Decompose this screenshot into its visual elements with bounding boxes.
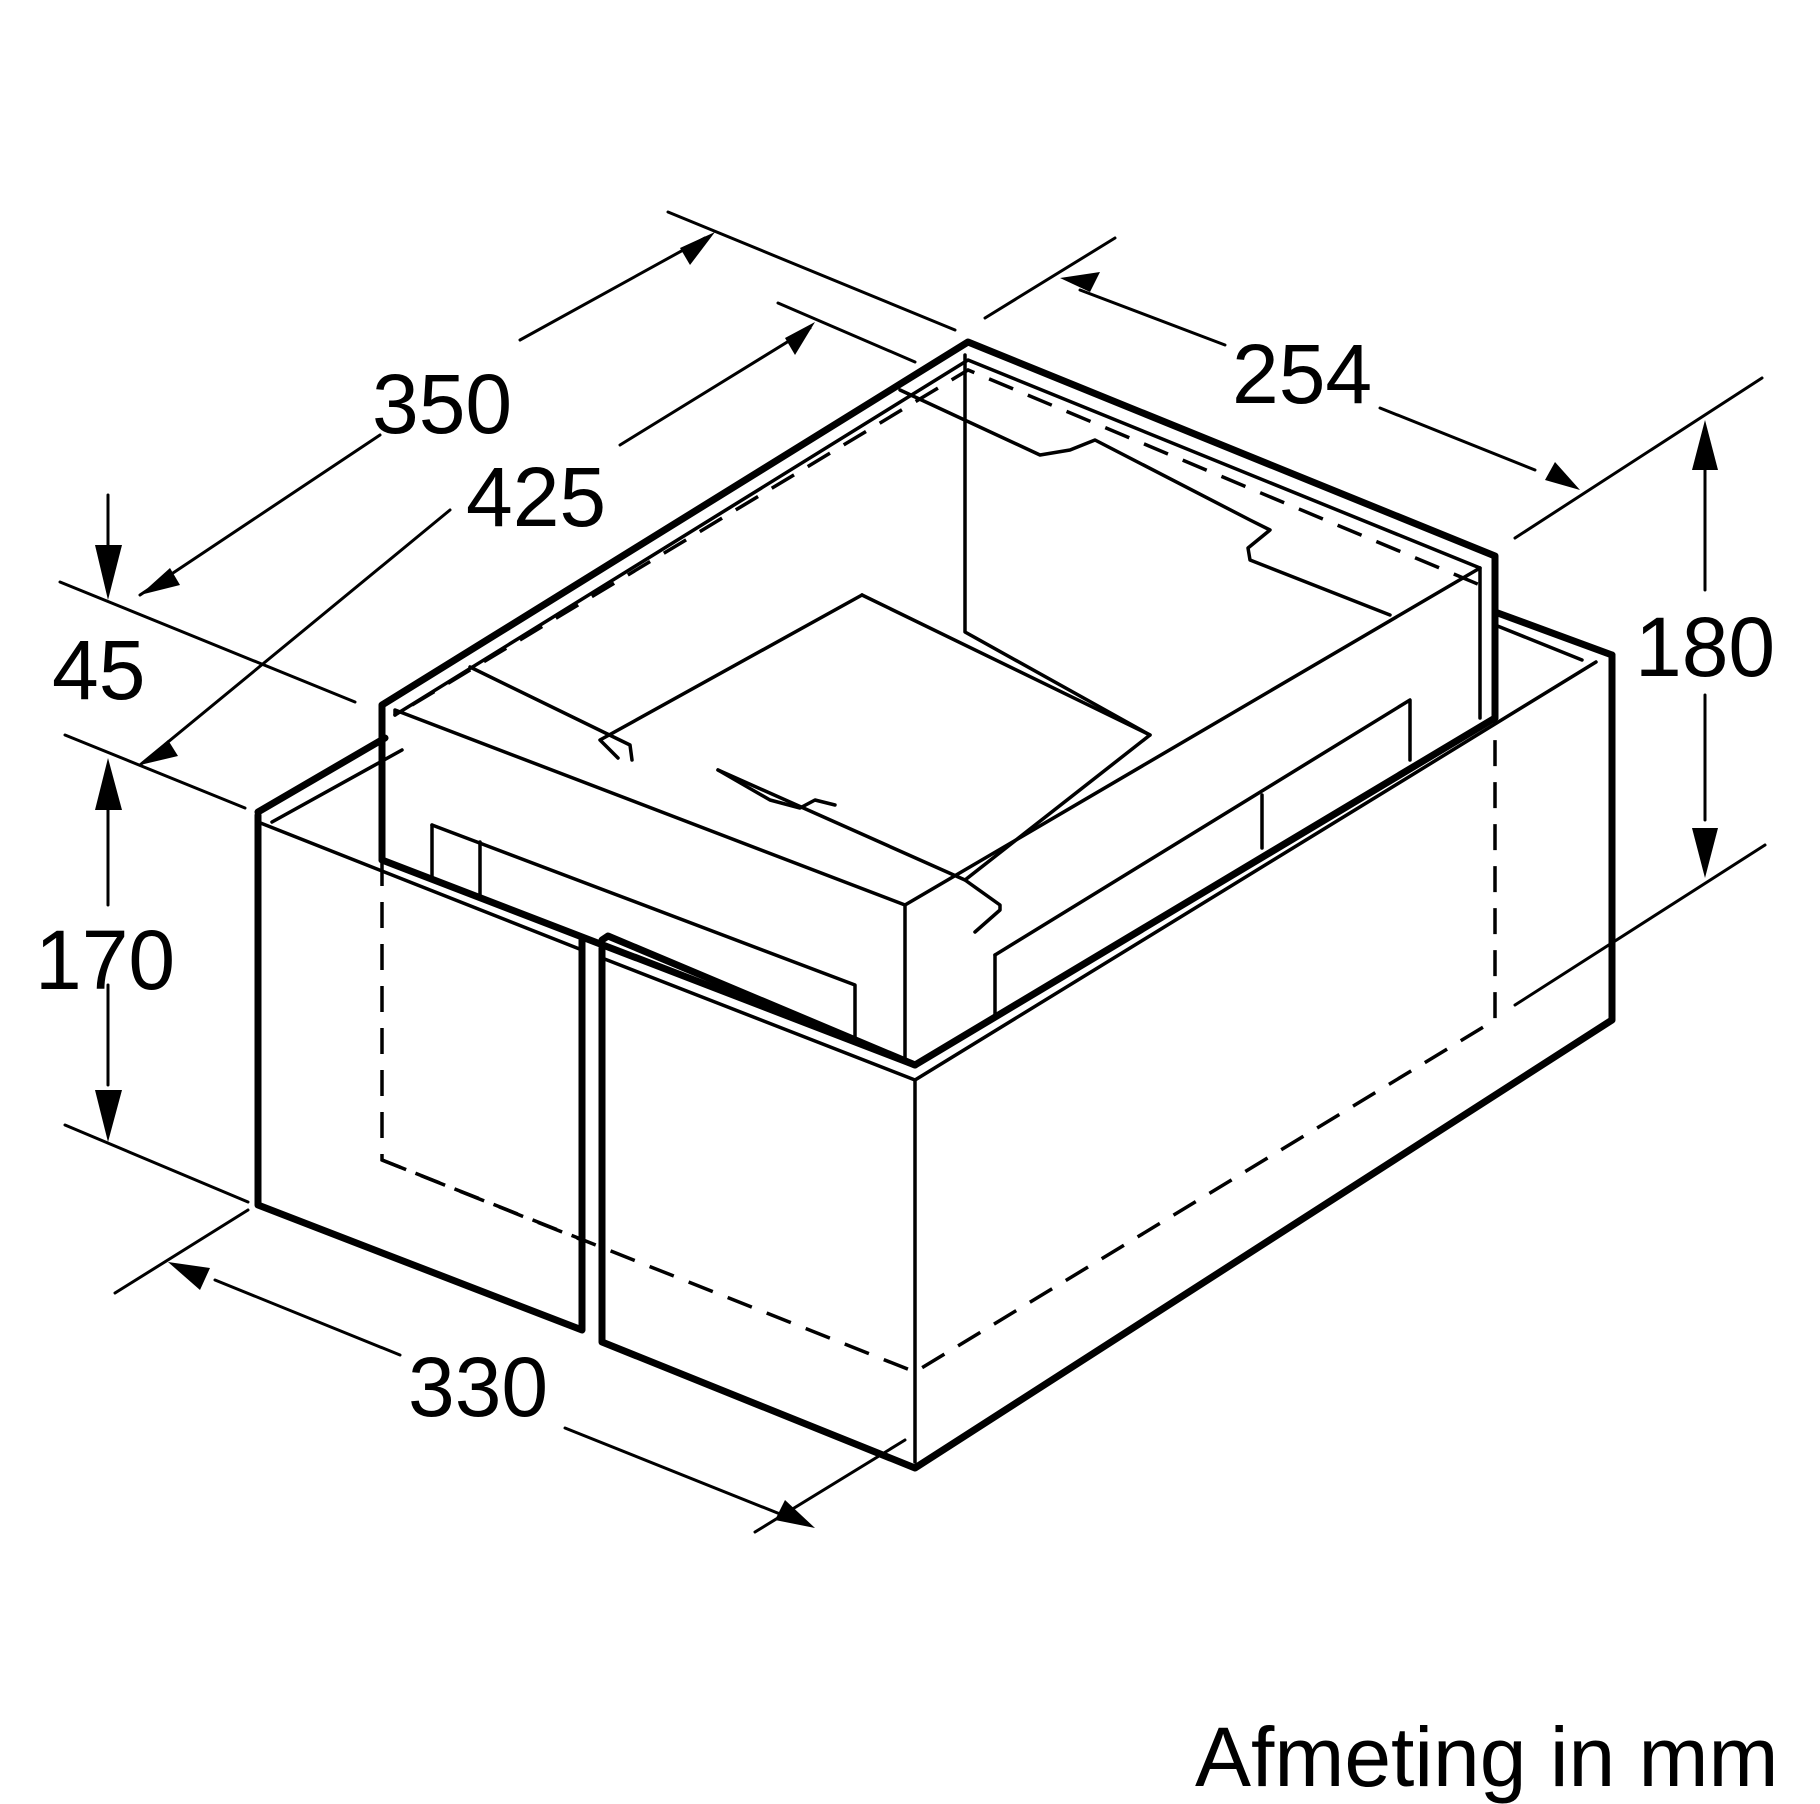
- dimension-label-330: 330: [408, 1340, 549, 1434]
- dimension-label-45: 45: [52, 623, 146, 717]
- inner-frame: [378, 338, 1499, 1069]
- dimension-label-180: 180: [1635, 600, 1776, 694]
- dimension-label-425: 425: [466, 450, 607, 544]
- dimension-lines: [58, 210, 1767, 1534]
- dimension-label-254: 254: [1232, 327, 1373, 421]
- dimension-label-350: 350: [372, 357, 513, 451]
- dimension-label-170: 170: [35, 913, 176, 1007]
- units-caption: Afmeting in mm: [1195, 1710, 1779, 1804]
